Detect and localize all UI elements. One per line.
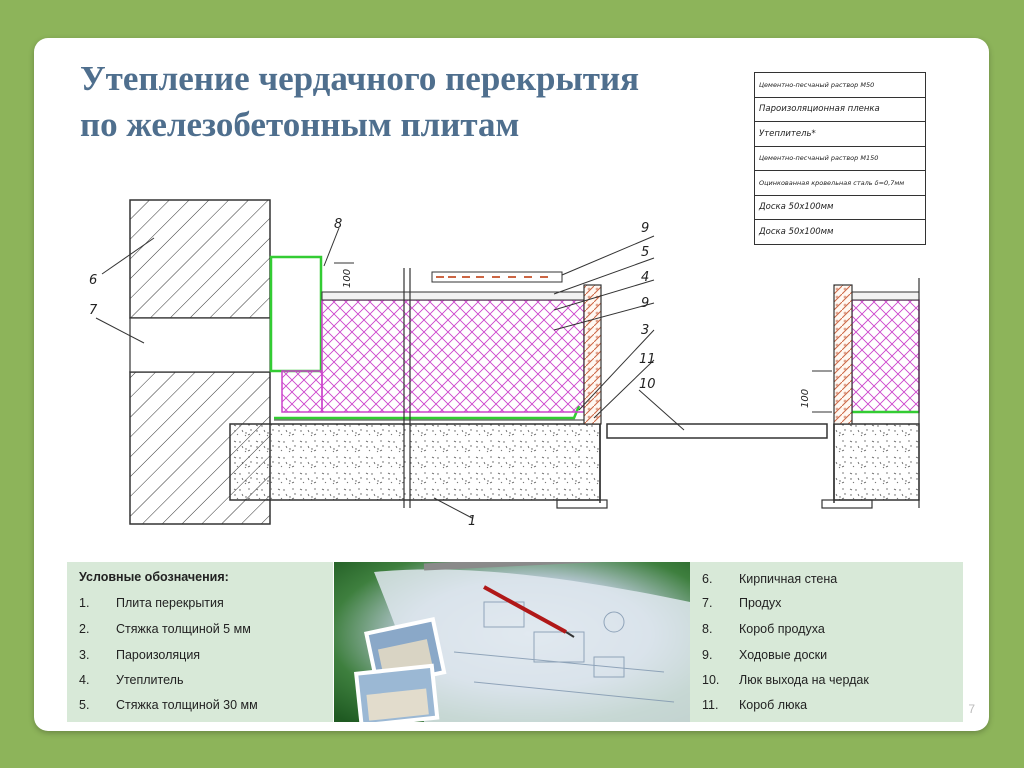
title-line-2: по железобетонным плитам [80,105,520,144]
legend-item: 3.Пароизоляция [79,648,201,662]
insulation-right [851,299,920,413]
dimension-100-right: 100 [800,389,811,408]
attic-hatch [606,423,828,439]
section-drawing: 6 7 8 9 5 4 9 3 11 10 1 100 100 [89,199,920,529]
legend-item: 7.Продух [702,596,782,610]
label-9b: 9 [641,296,649,311]
spec-row: Доска 50х100мм [754,219,926,245]
spec-row: Оцинкованная кровельная сталь δ=0,7мм [754,170,926,196]
blueprint-photo [334,562,690,722]
page-title: Утепление чердачного перекрытия по желез… [80,56,740,148]
legend-item: 10.Люк выхода на чердак [702,673,869,687]
vent-box [269,255,323,373]
label-6: 6 [89,273,97,288]
legend-item: 1.Плита перекрытия [79,596,224,610]
legend-item: 11.Короб люка [702,698,808,712]
label-5: 5 [641,245,649,260]
legend-item: 2.Стяжка толщиной 5 мм [79,622,251,636]
hatch-box-left [583,284,602,425]
legend-item: 6.Кирпичная стена [702,572,838,586]
spec-row: Цементно-песчаный раствор М50 [754,72,926,98]
slide: Утепление чердачного перекрытия по желез… [34,38,989,731]
page-number: 7 [968,702,975,716]
spec-row: Цементно-песчаный раствор М150 [754,145,926,171]
label-10: 10 [639,377,656,392]
dimension-100-left: 100 [342,269,353,288]
legend-heading: Условные обозначения: [79,570,229,584]
label-3: 3 [641,323,649,338]
insulation-left [321,299,585,413]
label-7: 7 [89,303,98,318]
hatch-box-right [833,284,853,425]
title-line-1: Утепление чердачного перекрытия [80,59,640,98]
legend-item: 4.Утеплитель [79,673,184,687]
spec-row: Пароизоляционная пленка [754,96,926,122]
label-1: 1 [468,514,476,529]
legend-item: 5.Стяжка толщиной 30 мм [79,698,258,712]
label-8: 8 [334,217,342,232]
legend-item: 8.Короб продуха [702,622,825,636]
brick-wall-upper [129,199,271,319]
spec-row: Доска 50х100мм [754,194,926,220]
label-9a: 9 [641,221,649,236]
spec-table: Цементно-песчаный раствор М50 Пароизоляц… [754,72,926,245]
legend-left: Условные обозначения: 1.Плита перекрытия… [67,562,333,722]
label-4: 4 [641,270,649,285]
legend-item: 9.Ходовые доски [702,648,828,662]
legend-right: 6.Кирпичная стена 7.Продух 8.Короб проду… [690,562,963,722]
floor-slab-right [833,423,920,501]
floor-slab-left [229,423,601,501]
label-11: 11 [639,352,656,367]
air-vent [129,317,271,373]
